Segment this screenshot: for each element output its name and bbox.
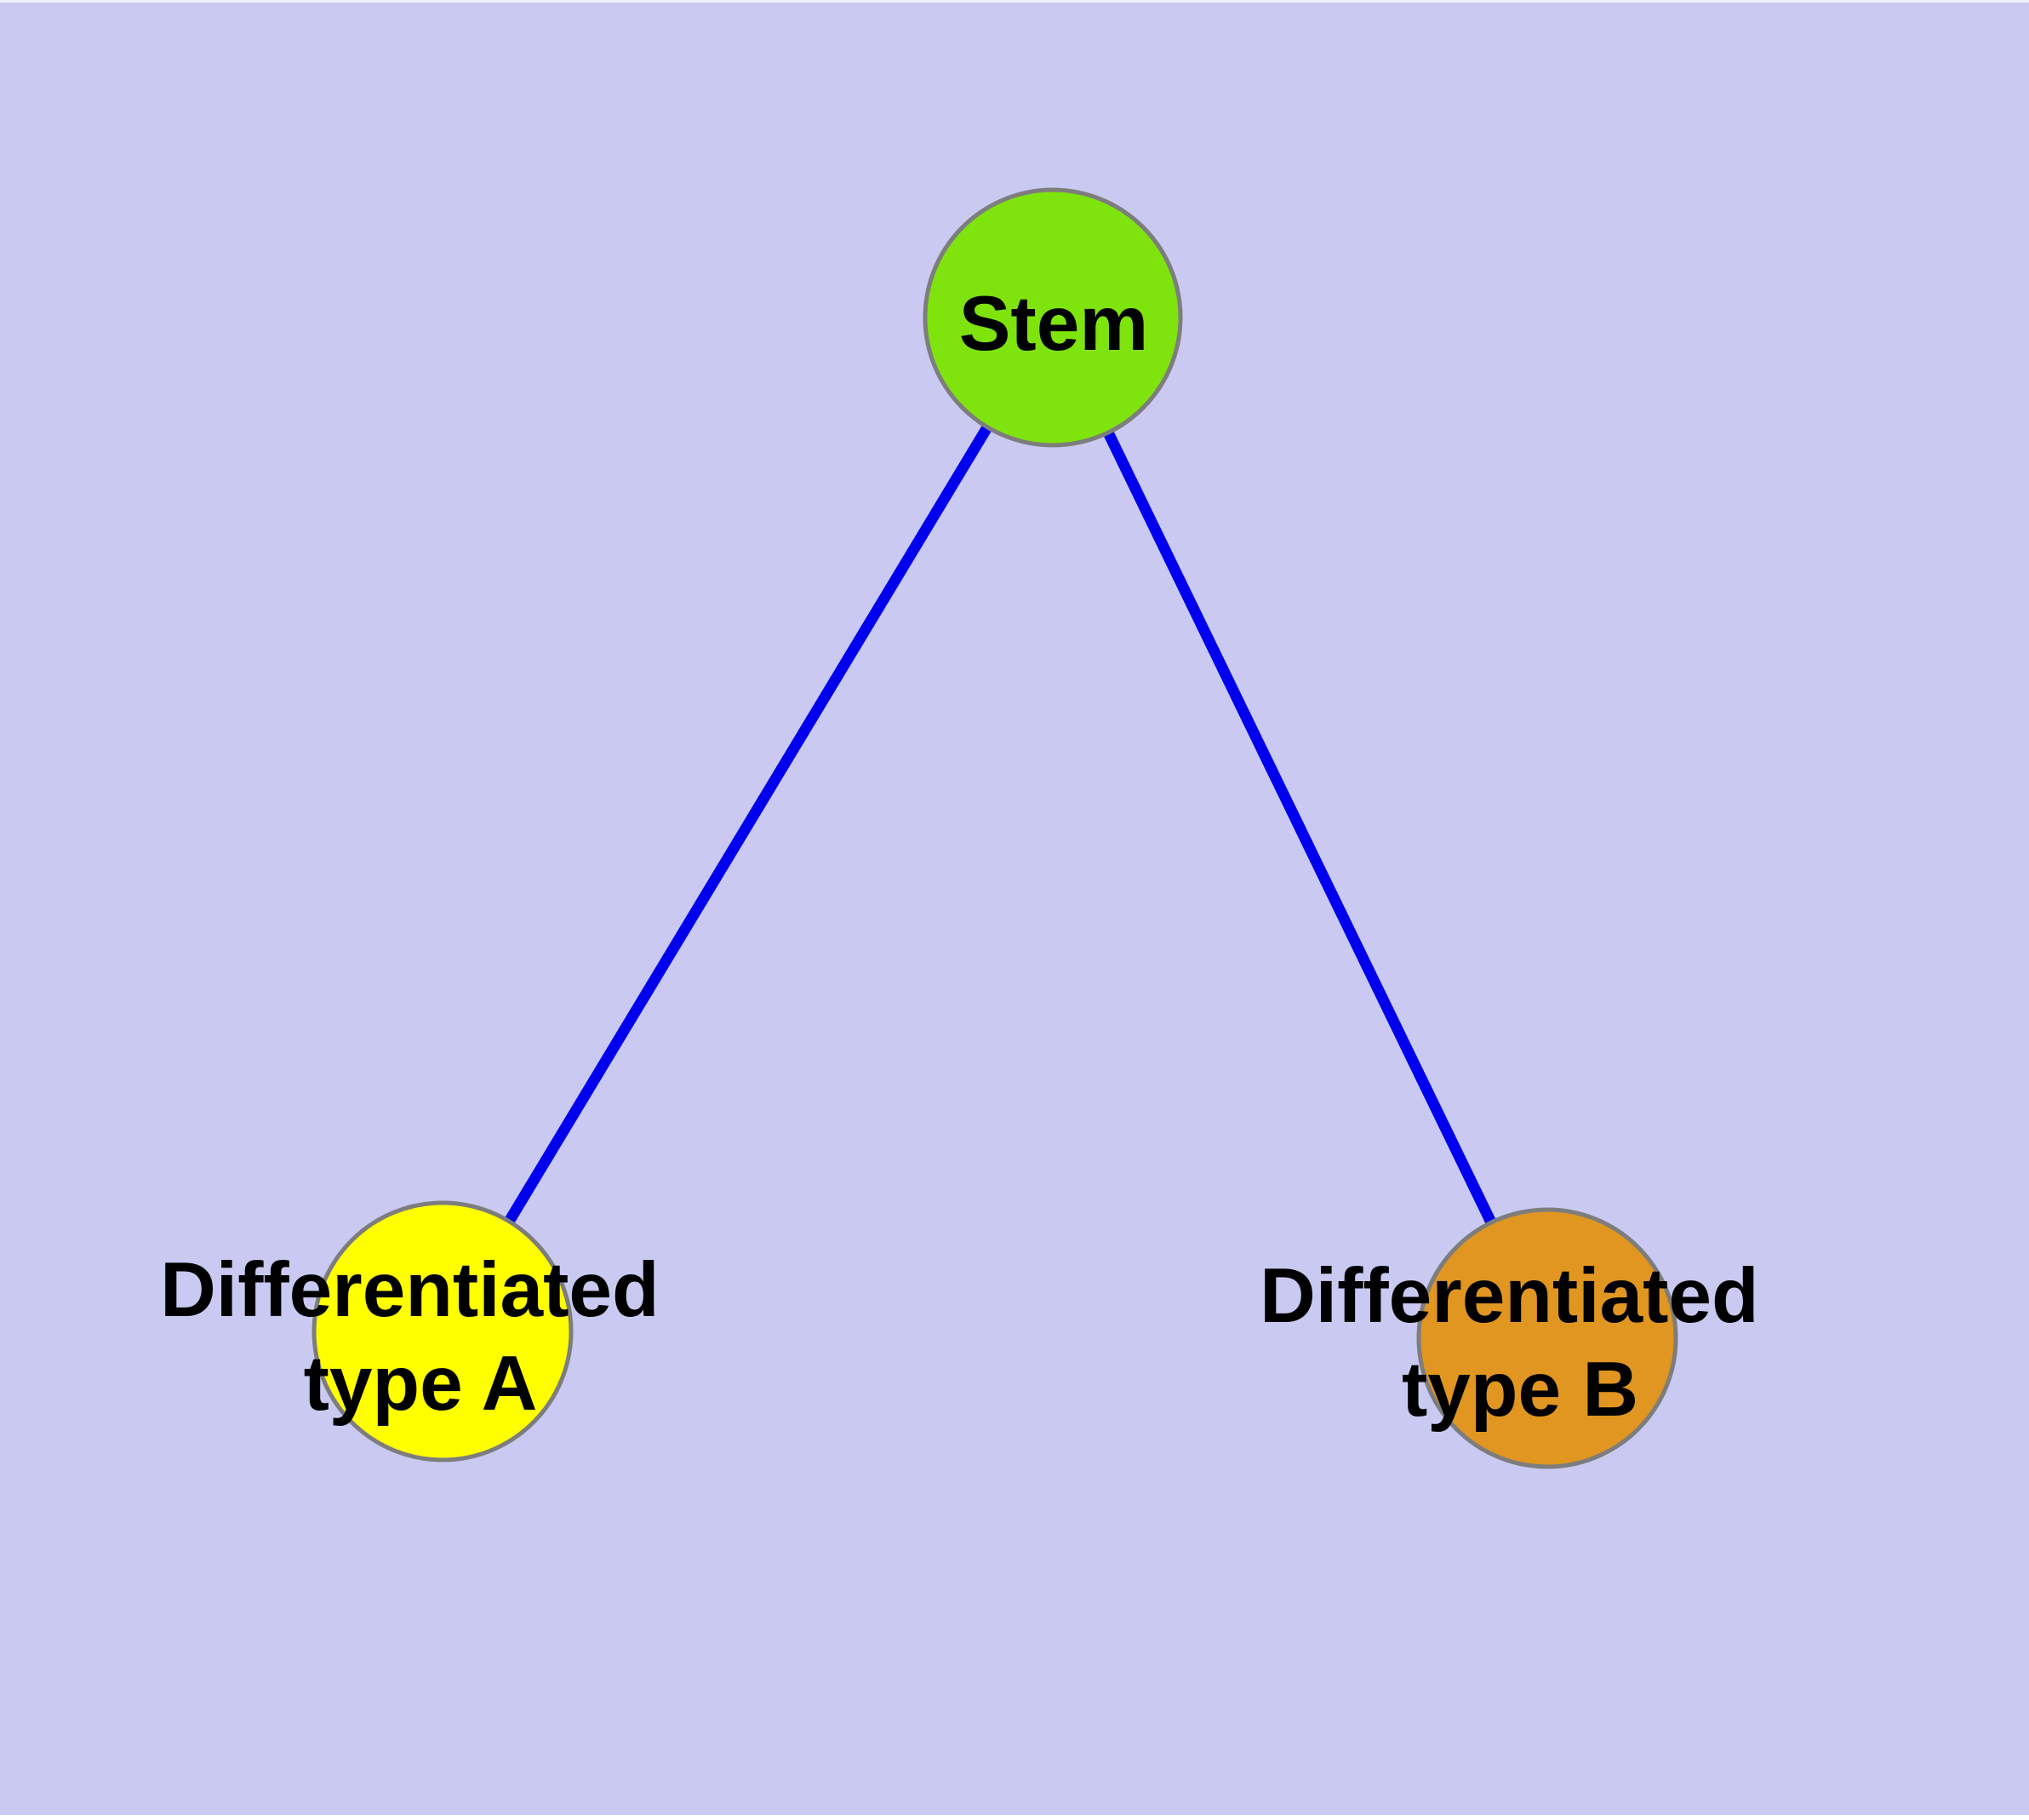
node-differentiated-type-a-label: Differentiated type A xyxy=(160,1247,681,1427)
nodes xyxy=(311,187,1678,1469)
bottom-edge-strip xyxy=(0,1815,2029,1820)
node-differentiated-type-a-label-line2: type A xyxy=(304,1341,538,1427)
node-differentiated-type-b-label: Differentiated type B xyxy=(1260,1253,1780,1433)
node-stem[interactable] xyxy=(923,187,1183,448)
node-differentiated-type-b-label-line2: type B xyxy=(1402,1347,1638,1433)
edges xyxy=(504,424,1496,1225)
edge-stem-to-type-b[interactable] xyxy=(1103,430,1496,1225)
node-stem-label: Stem xyxy=(959,281,1149,367)
node-differentiated-type-a-label-line1: Differentiated xyxy=(160,1247,660,1333)
node-labels: Stem Differentiated type A Differentiate… xyxy=(160,281,1780,1433)
node-differentiated-type-b[interactable] xyxy=(1416,1207,1678,1469)
edge-stem-to-type-a[interactable] xyxy=(504,424,992,1225)
node-differentiated-type-a[interactable] xyxy=(311,1200,574,1462)
node-differentiated-type-b-label-line1: Differentiated xyxy=(1260,1253,1759,1339)
top-edge-strip xyxy=(0,0,2029,3)
